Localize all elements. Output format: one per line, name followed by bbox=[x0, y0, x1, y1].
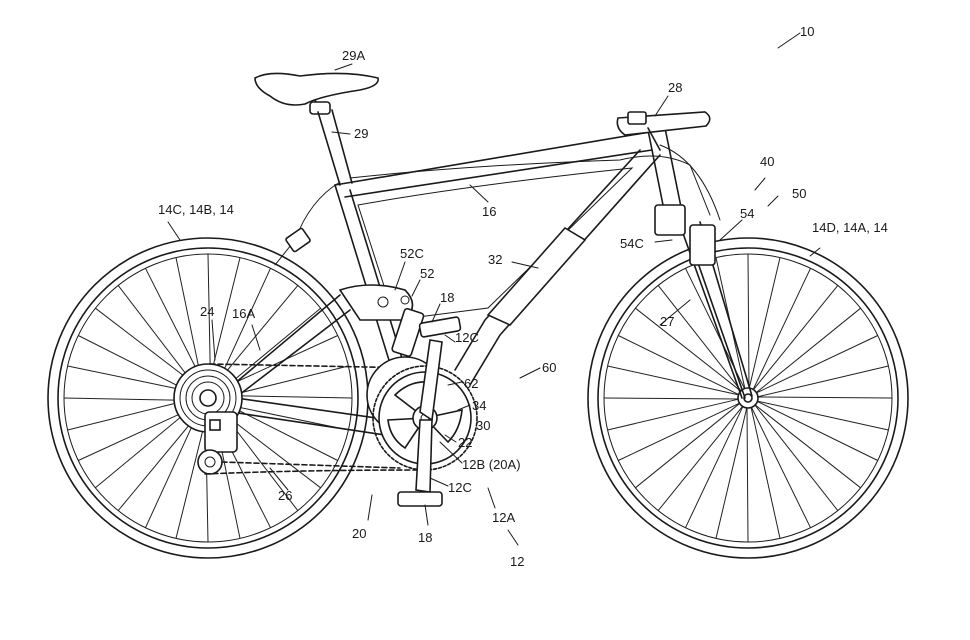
label-40: 40 bbox=[760, 154, 774, 169]
label-14C-14B-14: 14C, 14B, 14 bbox=[158, 202, 234, 217]
label-50: 50 bbox=[792, 186, 806, 201]
label-24: 24 bbox=[200, 304, 214, 319]
spoke bbox=[755, 365, 889, 398]
spoke bbox=[175, 257, 202, 380]
label-20: 20 bbox=[352, 526, 366, 541]
handlebar bbox=[616, 111, 711, 151]
label-18-top: 18 bbox=[440, 290, 454, 305]
label-10: 10 bbox=[800, 24, 814, 39]
front-wheel bbox=[587, 237, 909, 559]
bicycle-frame bbox=[214, 127, 753, 436]
label-29A: 29A bbox=[342, 48, 365, 63]
spoke bbox=[755, 396, 893, 399]
spoke bbox=[224, 335, 338, 388]
spoke bbox=[117, 414, 198, 511]
cables bbox=[274, 144, 721, 266]
spoke bbox=[221, 411, 321, 489]
crank-arms bbox=[415, 339, 443, 493]
spoke bbox=[607, 365, 741, 396]
label-26: 26 bbox=[278, 488, 292, 503]
spoke bbox=[715, 405, 748, 539]
label-12A: 12A bbox=[492, 510, 515, 525]
spoke bbox=[218, 268, 271, 382]
saddle bbox=[254, 72, 379, 115]
spoke bbox=[685, 404, 745, 528]
spoke bbox=[750, 405, 811, 528]
spoke bbox=[603, 397, 741, 400]
seat-post bbox=[317, 109, 353, 186]
spoke bbox=[618, 401, 742, 461]
spoke bbox=[227, 365, 349, 397]
pedals bbox=[397, 316, 462, 507]
spoke bbox=[746, 405, 749, 543]
battery bbox=[486, 226, 587, 326]
spoke bbox=[751, 285, 839, 392]
spoke bbox=[227, 395, 353, 399]
spoke bbox=[750, 405, 781, 539]
spoke bbox=[95, 307, 195, 385]
spoke bbox=[748, 257, 781, 391]
spoke bbox=[607, 398, 741, 431]
reference-labels: 10 29A 28 29 40 50 14C, 14B, 14 16 54 14… bbox=[158, 24, 888, 569]
spoke bbox=[145, 268, 202, 380]
spoke bbox=[755, 400, 878, 461]
spoke bbox=[67, 399, 189, 431]
spoke bbox=[747, 253, 750, 391]
label-52: 52 bbox=[420, 266, 434, 281]
label-29: 29 bbox=[354, 126, 368, 141]
spoke bbox=[145, 414, 198, 528]
spoke bbox=[207, 253, 211, 379]
spoke bbox=[657, 285, 743, 393]
label-16A: 16A bbox=[232, 306, 255, 321]
spoke bbox=[754, 307, 861, 395]
label-22: 22 bbox=[458, 435, 472, 450]
spoke bbox=[67, 365, 190, 392]
spoke bbox=[618, 335, 741, 396]
rear-derailleur bbox=[197, 411, 238, 475]
label-34: 34 bbox=[472, 398, 486, 413]
label-52C: 52C bbox=[400, 246, 424, 261]
label-32: 32 bbox=[488, 252, 502, 267]
spoke bbox=[226, 404, 338, 461]
spoke bbox=[78, 408, 192, 461]
spoke bbox=[224, 307, 321, 388]
chain bbox=[204, 363, 421, 475]
label-12B-20A: 12B (20A) bbox=[462, 457, 521, 472]
label-27: 27 bbox=[660, 314, 674, 329]
spoke bbox=[753, 403, 839, 511]
spoke bbox=[754, 335, 878, 395]
spoke bbox=[63, 397, 189, 401]
spoke bbox=[635, 401, 742, 489]
label-54C: 54C bbox=[620, 236, 644, 251]
spoke bbox=[635, 307, 743, 393]
label-14D-14A-14: 14D, 14A, 14 bbox=[812, 220, 888, 235]
spoke bbox=[755, 400, 889, 431]
leader-lines bbox=[167, 32, 821, 546]
spoke bbox=[218, 285, 299, 382]
label-16: 16 bbox=[482, 204, 496, 219]
label-18-bottom: 18 bbox=[418, 530, 432, 545]
label-12C-bottom: 12C bbox=[448, 480, 472, 495]
spoke bbox=[78, 335, 190, 392]
spoke bbox=[95, 408, 192, 489]
label-12C-top: 12C bbox=[455, 330, 479, 345]
label-60: 60 bbox=[542, 360, 556, 375]
label-30: 30 bbox=[476, 418, 490, 433]
spoke bbox=[657, 404, 745, 511]
label-62: 62 bbox=[464, 376, 478, 391]
spoke bbox=[753, 403, 861, 489]
spoke bbox=[117, 285, 195, 385]
label-12: 12 bbox=[510, 554, 524, 569]
label-28: 28 bbox=[668, 80, 682, 95]
label-54: 54 bbox=[740, 206, 754, 221]
spoke bbox=[175, 417, 207, 539]
front-wheel-spokes bbox=[603, 253, 893, 543]
spoke bbox=[751, 268, 811, 392]
